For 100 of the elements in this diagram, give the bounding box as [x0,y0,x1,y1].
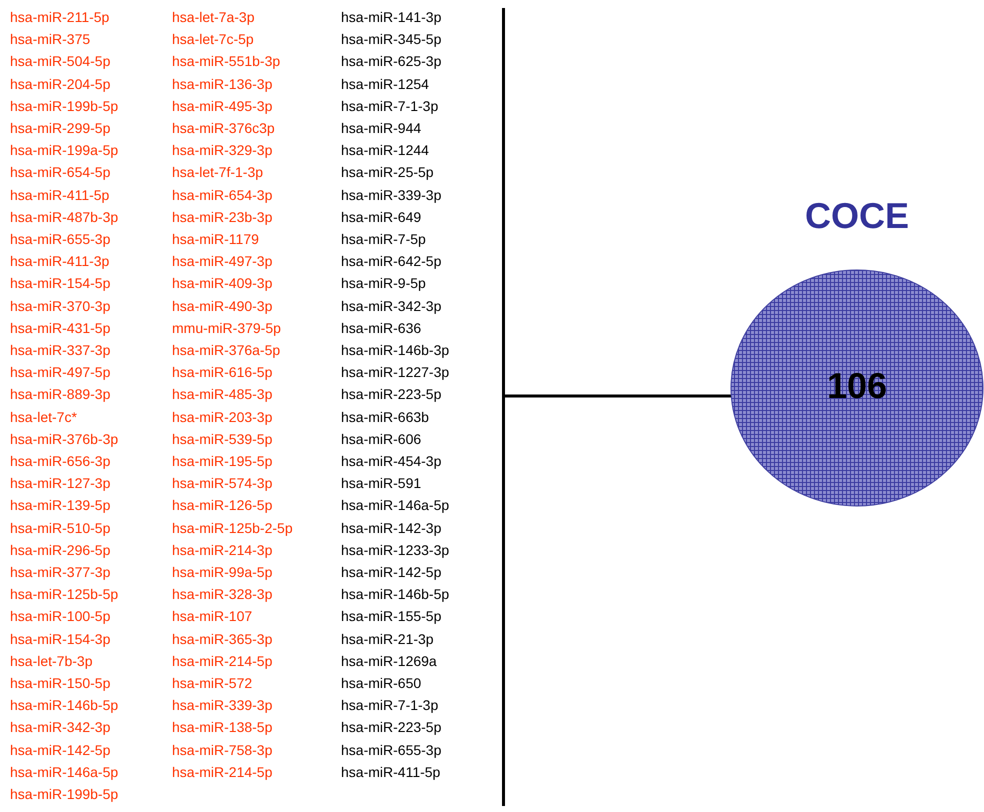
mirna-label: hsa-miR-487b-3p [10,208,118,226]
mirna-label: hsa-miR-758-3p [172,740,272,759]
mirna-label: hsa-miR-551b-3p [172,52,280,70]
mirna-label: hsa-miR-490-3p [172,296,272,315]
mirna-label: hsa-miR-100-5p [10,607,110,626]
mirna-label: hsa-miR-539-5p [172,430,272,448]
mirna-label: hsa-miR-142-5p [10,740,110,759]
mirna-label: hsa-miR-376b-3p [10,430,118,448]
mirna-label: hsa-miR-616-5p [172,363,272,382]
mirna-label: hsa-miR-146a-5p [341,496,450,514]
mirna-label: hsa-let-7f-1-3p [172,163,264,182]
mirna-label: hsa-miR-214-5p [172,652,272,670]
mirna-label: hsa-miR-337-3p [10,341,110,359]
mirna-label: hsa-miR-654-5p [10,163,110,182]
mirna-label: hsa-miR-214-3p [172,540,272,559]
mirna-label: hsa-miR-431-5p [10,318,110,337]
connector-line [505,394,732,398]
mirna-label: hsa-miR-650 [341,674,422,692]
mirna-label: hsa-miR-25-5p [341,163,434,182]
mirna-label: hsa-miR-649 [341,208,422,226]
mirna-label: hsa-miR-654-3p [172,186,272,204]
mirna-label: hsa-miR-139-5p [10,496,110,514]
mirna-label: hsa-miR-345-5p [341,30,442,48]
mirna-label: hsa-miR-199b-5p [10,96,118,115]
mirna-label: hsa-miR-656-3p [10,452,110,470]
mirna-label: hsa-miR-199a-5p [10,141,118,160]
mirna-label: hsa-miR-141-3p [341,8,442,26]
mirna-label: hsa-miR-7-5p [341,230,426,248]
mirna-label: hsa-miR-146b-5p [10,696,118,714]
mirna-label: hsa-miR-642-5p [341,252,442,270]
mirna-label: hsa-miR-203-3p [172,408,272,426]
mirna-label: hsa-miR-365-3p [172,630,272,648]
mirna-label: hsa-miR-211-5p [10,8,110,26]
mirna-label: hsa-miR-126-5p [172,496,272,514]
mirna-label: hsa-miR-342-3p [10,718,110,736]
mirna-label: hsa-miR-411-5p [341,762,440,781]
mirna-label: hsa-miR-299-5p [10,119,110,137]
count-value: 106 [826,364,888,408]
bracket-line [502,8,505,806]
mirna-label: hsa-miR-296-5p [10,540,110,559]
mirna-label: hsa-miR-376a-5p [172,341,280,359]
mirna-label: hsa-miR-606 [341,430,422,448]
mirna-label: hsa-miR-125b-2-5p [172,518,293,537]
mirna-label: hsa-miR-21-3p [341,630,434,648]
mirna-label: hsa-miR-409-3p [172,274,272,292]
mirna-label: hsa-miR-142-3p [341,518,442,537]
mirna-label: hsa-miR-655-3p [341,740,442,759]
mirna-label: hsa-let-7c-5p [172,30,254,48]
mirna-label: hsa-miR-411-5p [10,186,110,204]
mirna-label: hsa-miR-1227-3p [341,363,450,382]
mirna-label: hsa-miR-339-3p [341,186,442,204]
mirna-label: hsa-miR-572 [172,674,252,692]
mirna-label: hsa-miR-136-3p [172,74,272,93]
mirna-label: hsa-miR-23b-3p [172,208,272,226]
mirna-label: hsa-miR-370-3p [10,296,110,315]
mirna-label: hsa-miR-155-5p [341,607,442,626]
mirna-label: hsa-miR-125b-5p [10,585,118,604]
mirna-label: hsa-miR-204-5p [10,74,110,93]
mirna-label: hsa-let-7c* [10,408,77,426]
mirna-label: hsa-miR-107 [172,607,252,626]
mirna-label: hsa-miR-591 [341,474,422,492]
mirna-label: hsa-miR-497-3p [172,252,272,270]
mirna-label: hsa-miR-1179 [172,230,259,248]
mirna-label: hsa-miR-7-1-3p [341,96,438,115]
mirna-label: hsa-miR-9-5p [341,274,426,292]
mirna-label: hsa-miR-889-3p [10,385,110,404]
mirna-label: hsa-miR-146b-5p [341,585,450,604]
mirna-label: hsa-miR-1254 [341,74,429,93]
mirna-label: hsa-miR-142-5p [341,563,442,581]
mirna-label: hsa-miR-625-3p [341,52,442,70]
mirna-label: hsa-miR-339-3p [172,696,272,714]
mirna-label: hsa-miR-510-5p [10,518,110,537]
mirna-label: hsa-miR-154-5p [10,274,110,292]
mirna-label: hsa-miR-504-5p [10,52,110,70]
mirna-label: hsa-miR-223-5p [341,718,442,736]
mirna-label: hsa-miR-329-3p [172,141,272,160]
mirna-label: hsa-miR-154-3p [10,630,110,648]
mirna-label: hsa-miR-199b-5p [10,785,118,803]
mirna-label: hsa-miR-663b [341,408,429,426]
mirna-label: hsa-let-7a-3p [172,8,254,26]
mirna-label: hsa-miR-1269a [341,652,437,670]
mirna-label: hsa-miR-485-3p [172,385,272,404]
mirna-label: hsa-miR-127-3p [10,474,110,492]
mirna-label: hsa-miR-377-3p [10,563,110,581]
mirna-label: hsa-miR-655-3p [10,230,110,248]
mirna-label: hsa-miR-150-5p [10,674,110,692]
mirna-label: hsa-miR-636 [341,318,422,337]
mirna-label: hsa-miR-497-5p [10,363,110,382]
mirna-label: hsa-miR-1233-3p [341,540,450,559]
mirna-label: hsa-miR-214-5p [172,762,272,781]
mirna-label: hsa-miR-375 [10,30,90,48]
mirna-label: hsa-miR-138-5p [172,718,272,736]
mirna-label: hsa-miR-454-3p [341,452,442,470]
mirna-label: mmu-miR-379-5p [172,318,281,337]
mirna-label: hsa-miR-223-5p [341,385,442,404]
mirna-label: hsa-miR-146a-5p [10,762,118,781]
mirna-label: hsa-miR-1244 [341,141,429,160]
mirna-label: hsa-miR-328-3p [172,585,272,604]
mirna-label: hsa-miR-99a-5p [172,563,272,581]
mirna-label: hsa-let-7b-3p [10,652,92,670]
